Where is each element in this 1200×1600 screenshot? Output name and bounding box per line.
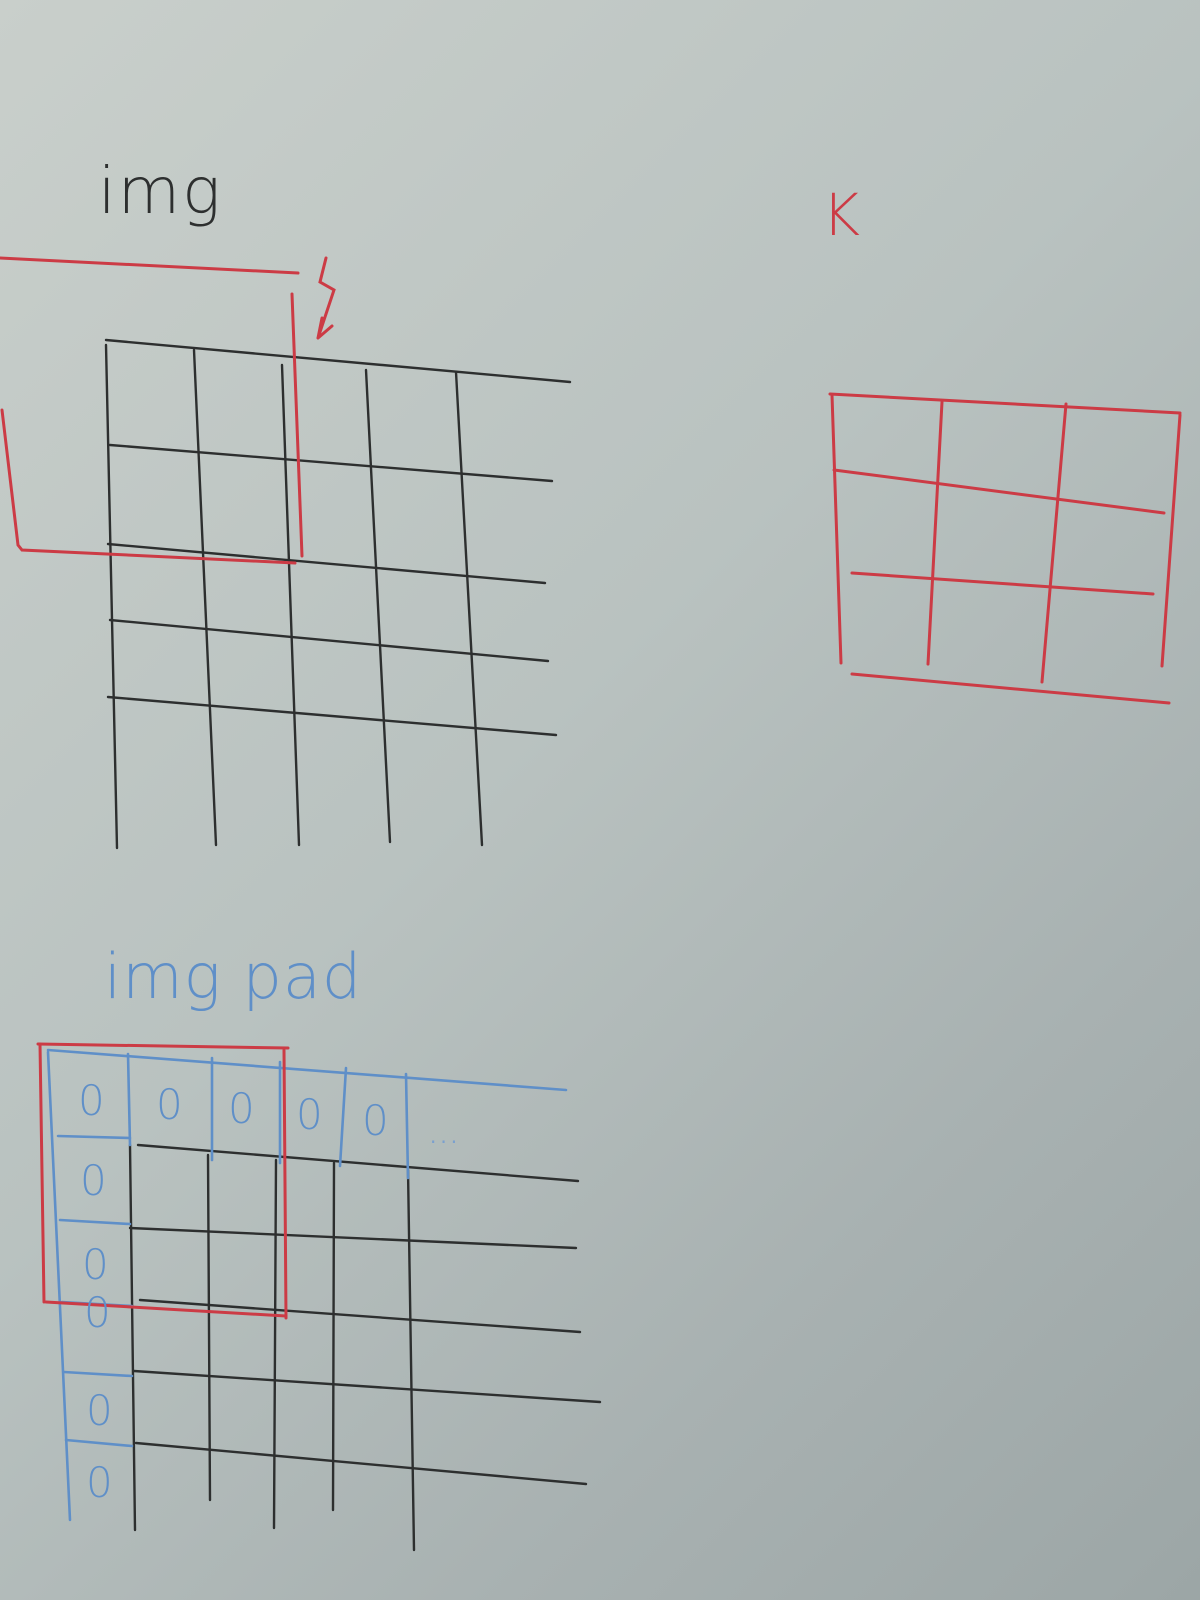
pad-zero: 0 — [362, 1096, 389, 1145]
pad-zero: 0 — [80, 1156, 107, 1205]
img-kernel-window — [0, 256, 336, 565]
img-pad-grid — [128, 1143, 602, 1552]
pad-zero: 0 — [296, 1090, 323, 1139]
img-grid — [104, 338, 572, 850]
kernel-label: K — [822, 181, 861, 249]
kernel-grid — [828, 392, 1182, 705]
pad-zero: 0 — [86, 1458, 113, 1507]
pad-zero: 0 — [82, 1240, 109, 1289]
pad-zero: 0 — [84, 1288, 111, 1337]
pad-ellipsis: ... — [430, 1124, 462, 1148]
pad-zero: 0 — [78, 1076, 105, 1125]
img-pad-kernel-window — [36, 1042, 290, 1320]
pad-zero: 0 — [156, 1080, 183, 1129]
pad-zero: 0 — [228, 1084, 255, 1133]
img-pad-label: img pad — [104, 940, 363, 1013]
pad-zero: 0 — [86, 1386, 113, 1435]
img-label: img — [98, 155, 223, 229]
